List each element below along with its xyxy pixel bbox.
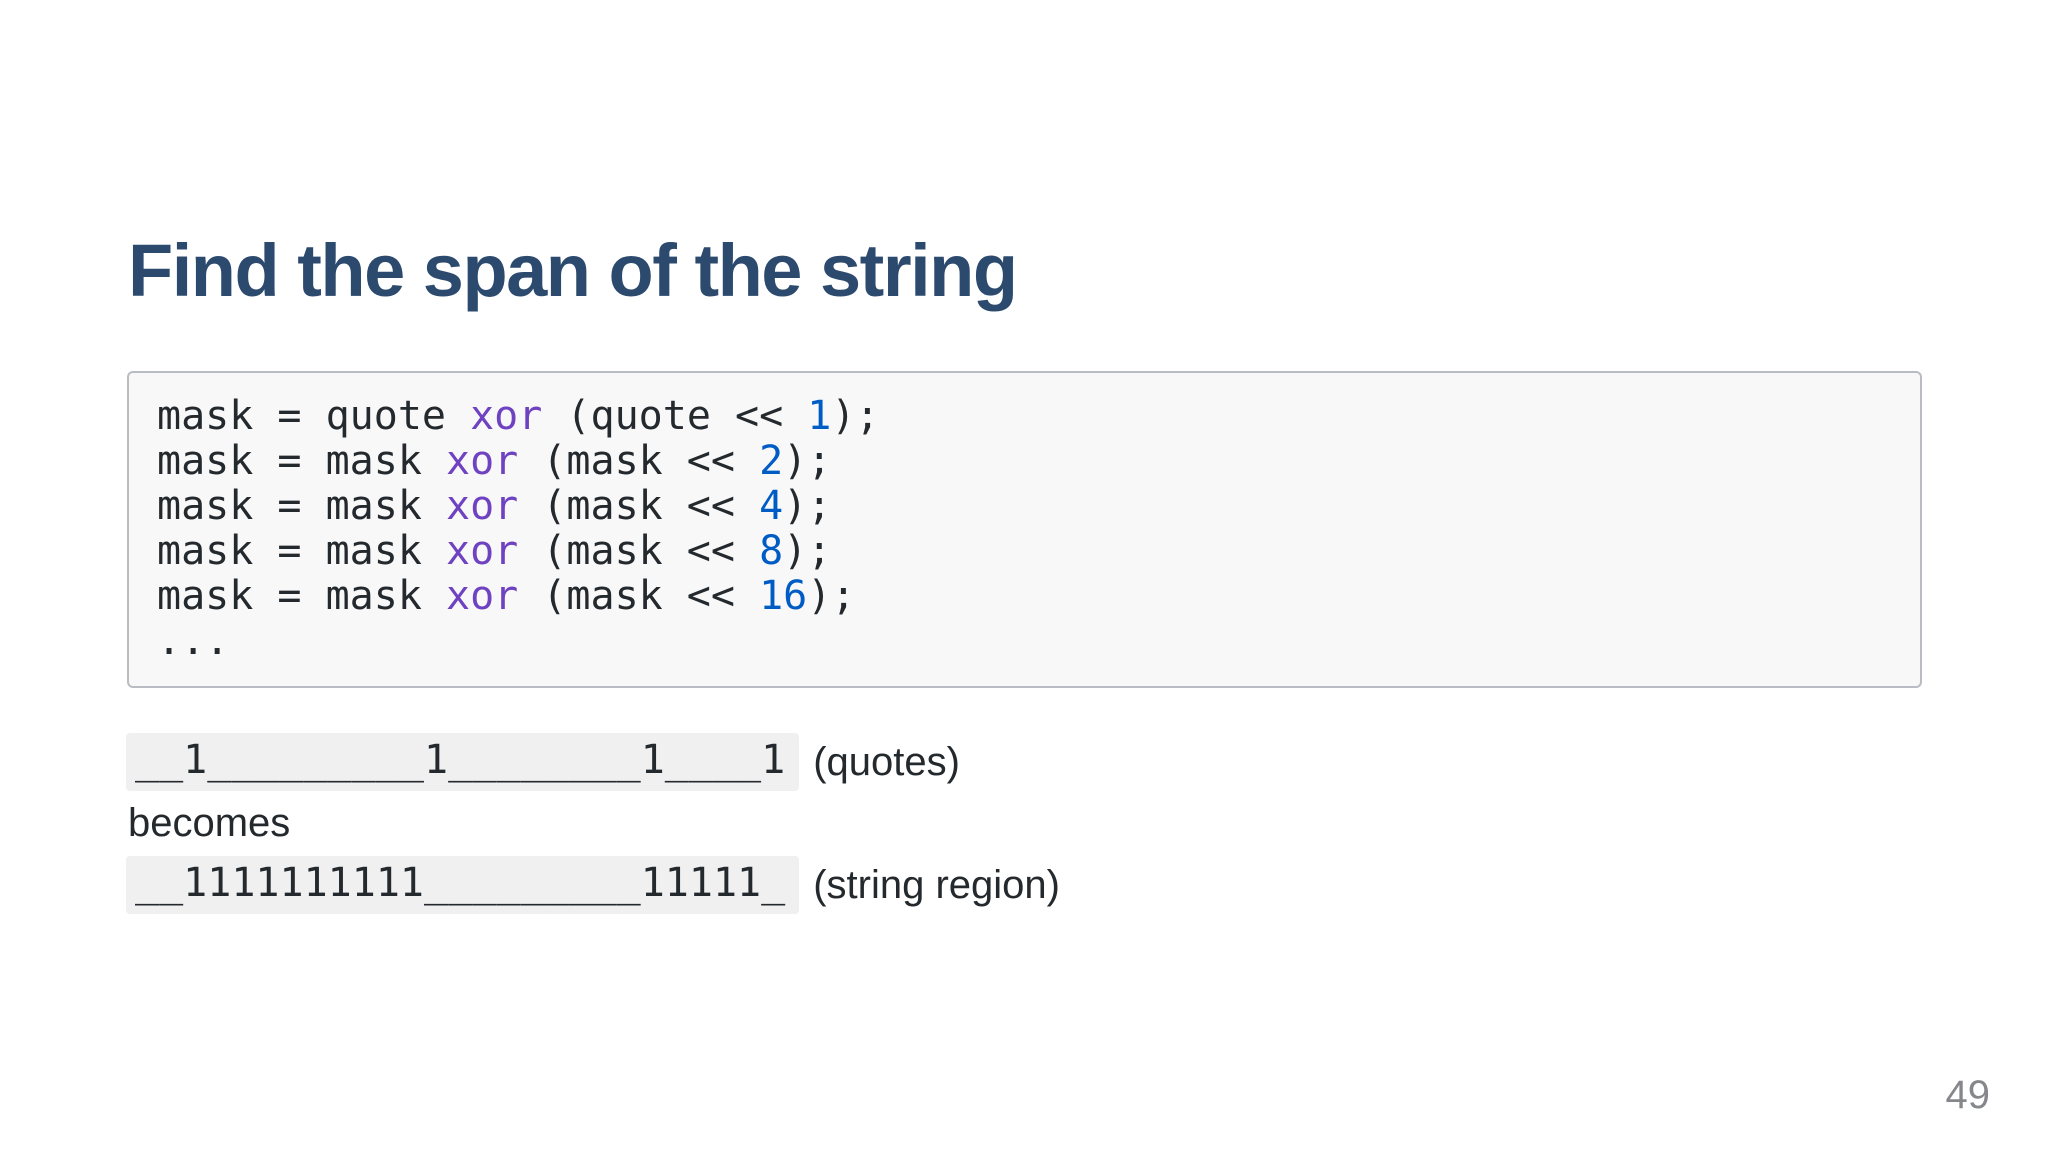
code-token-plain: ... xyxy=(157,618,230,664)
code-token-plain: mask = mask xyxy=(157,528,446,574)
code-line: mask = mask xor (mask << 4); xyxy=(157,484,1892,529)
code-line: mask = mask xor (mask << 8); xyxy=(157,529,1892,574)
code-token-keyword: xor xyxy=(470,393,543,439)
code-token-keyword: xor xyxy=(445,573,519,619)
code-token-plain: ); xyxy=(783,483,832,529)
code-token-plain: mask = quote xyxy=(157,393,471,439)
string-region-bitmap-row: __1111111111_________11111_ (string regi… xyxy=(126,856,1060,914)
code-token-plain: ); xyxy=(783,438,832,484)
code-token-plain: (mask << xyxy=(518,483,760,529)
code-line: mask = mask xor (mask << 16); xyxy=(157,574,1892,619)
code-token-plain: ); xyxy=(783,528,832,574)
string-region-bitmap: __1111111111_________11111_ xyxy=(126,856,800,914)
becomes-text: becomes xyxy=(128,801,291,845)
code-token-number: 1 xyxy=(807,393,832,439)
quotes-bitmap-label: (quotes) xyxy=(813,739,960,784)
code-token-plain: ); xyxy=(831,393,880,439)
code-token-plain: (quote << xyxy=(542,393,808,439)
code-token-keyword: xor xyxy=(445,438,519,484)
code-token-plain: (mask << xyxy=(518,528,760,574)
quotes-bitmap-row: __1_________1________1____1 (quotes) xyxy=(126,733,960,791)
code-token-number: 4 xyxy=(759,483,784,529)
code-token-plain: (mask << xyxy=(518,438,760,484)
code-token-plain: (mask << xyxy=(518,573,760,619)
code-token-keyword: xor xyxy=(445,483,519,529)
code-block: mask = quote xor (quote << 1);mask = mas… xyxy=(127,371,1922,688)
quotes-bitmap: __1_________1________1____1 xyxy=(126,733,800,791)
code-token-number: 2 xyxy=(759,438,784,484)
code-line: ... xyxy=(157,619,1892,664)
code-token-keyword: xor xyxy=(445,528,519,574)
code-token-plain: mask = mask xyxy=(157,438,446,484)
slide-title: Find the span of the string xyxy=(128,229,1018,312)
code-line: mask = quote xor (quote << 1); xyxy=(157,394,1892,439)
code-line: mask = mask xor (mask << 2); xyxy=(157,439,1892,484)
bitmap-section: __1_________1________1____1 (quotes) bec… xyxy=(126,733,1060,914)
page-number: 49 xyxy=(1945,1073,1991,1117)
code-token-number: 16 xyxy=(759,573,808,619)
code-token-number: 8 xyxy=(759,528,784,574)
code-token-plain: mask = mask xyxy=(157,573,446,619)
string-region-bitmap-label: (string region) xyxy=(813,862,1060,907)
code-token-plain: mask = mask xyxy=(157,483,446,529)
code-token-plain: ); xyxy=(807,573,856,619)
